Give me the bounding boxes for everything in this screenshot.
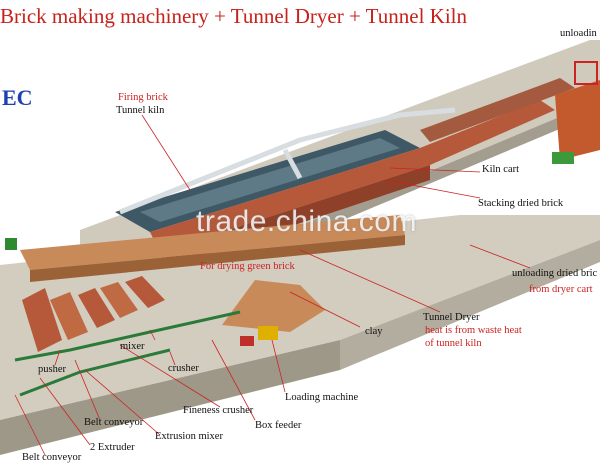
label-drying-green-brick: For drying green brick (200, 261, 295, 272)
unloading-frame (574, 61, 598, 85)
label-clay: clay (365, 326, 383, 337)
brick-stack-3 (78, 288, 115, 328)
label-crusher: crusher (168, 363, 199, 374)
brick-stack-1 (22, 288, 62, 352)
label-unloading-top: unloadin (560, 28, 597, 39)
label-extruder: 2 Extruder (90, 442, 135, 453)
label-kiln-cart: Kiln cart (482, 164, 520, 175)
label-tunnel-dryer: Tunnel Dryer (423, 312, 480, 323)
tunnel-dryer (20, 215, 405, 270)
label-of-tunnel-kiln: of tunnel kiln (425, 338, 482, 349)
label-mixer: mixer (120, 341, 145, 352)
callout-lines (14, 114, 531, 456)
label-pusher: pusher (38, 364, 66, 375)
conveyor-line-1 (14, 310, 241, 362)
label-box-feeder: Box feeder (255, 420, 302, 431)
lower-floor-front (0, 340, 340, 455)
unloading-building (555, 80, 600, 160)
green-cart (552, 152, 574, 164)
label-firing-brick: Firing brick (118, 92, 168, 103)
left-green-cart (5, 238, 17, 250)
tunnel-kiln-wall (150, 100, 555, 252)
label-fineness-crusher: Fineness crusher (183, 405, 254, 416)
label-stacking-dried-brick: Stacking dried brick (478, 198, 564, 209)
label-extrusion-mixer: Extrusion mixer (155, 431, 223, 442)
brick-stack-5 (125, 276, 165, 308)
label-belt-conveyor-1: Belt conveyor (84, 417, 144, 428)
exhaust-pipe (119, 107, 456, 215)
brand-mark: EC (2, 85, 33, 110)
kiln-right-roof (420, 78, 575, 142)
exhaust-pipe-2 (282, 148, 303, 180)
lower-floor-side (340, 240, 600, 370)
label-belt-conveyor-2: Belt conveyor (22, 452, 82, 463)
watermark: trade.china.com (196, 205, 417, 238)
brick-stack-4 (100, 282, 138, 318)
label-loading-machine: Loading machine (285, 392, 359, 403)
tunnel-dryer-front (30, 235, 405, 282)
tunnel-kiln-roof-grid (140, 138, 400, 222)
label-unloading-dried: unloading dried bric (512, 268, 598, 279)
diagram-title: Brick making machinery + Tunnel Dryer + … (0, 4, 467, 28)
clay-pile (222, 280, 325, 332)
label-tunnel-kiln: Tunnel kiln (116, 105, 165, 116)
box-feeder (240, 336, 254, 346)
label-from-dryer-cart: from dryer cart (529, 284, 593, 295)
label-heat-source: heat is from waste heat (425, 325, 522, 336)
brick-stack-2 (50, 292, 88, 340)
loading-machine (258, 326, 278, 340)
